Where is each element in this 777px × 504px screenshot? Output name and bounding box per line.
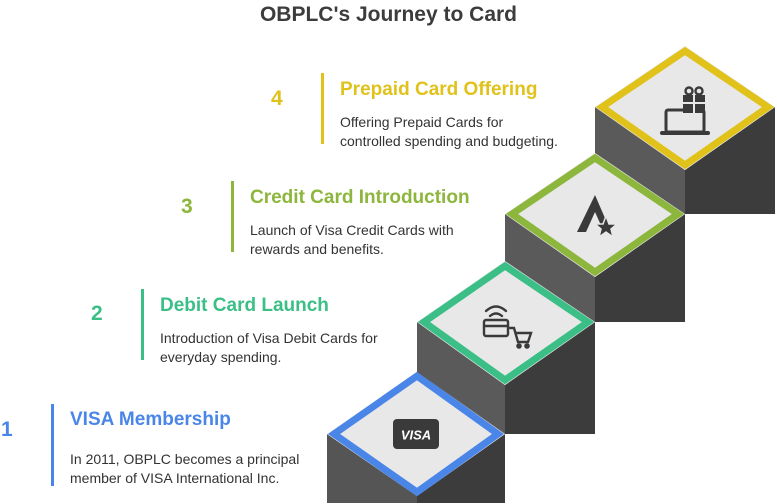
step-4-diamond [595, 46, 775, 170]
contactless-card-cart-icon [482, 305, 533, 349]
visa-logo-text: VISA [401, 428, 431, 443]
step-2-title: Debit Card Launch [160, 295, 329, 316]
step-1-title: VISA Membership [70, 409, 231, 430]
step-4-desc-line-2: controlled spending and budgeting. [340, 133, 558, 149]
step-4-desc-line-1: Offering Prepaid Cards for [340, 114, 504, 130]
step-2-desc-line-1: Introduction of Visa Debit Cards for [160, 330, 378, 346]
step-4-number: 4 [271, 87, 283, 110]
step-2-bar [141, 289, 144, 360]
stair-step-2 [417, 261, 595, 385]
stair-step-3 [505, 153, 685, 277]
step-4-description: Offering Prepaid Cards for controlled sp… [340, 113, 600, 151]
step-1-desc-line-2: member of VISA International Inc. [70, 470, 280, 486]
step-2-desc-line-2: everyday spending. [160, 349, 282, 365]
step-2-diamond [417, 261, 595, 385]
visa-logo-icon: VISA [393, 419, 439, 449]
star-badge-icon [577, 195, 620, 239]
step-3-description: Launch of Visa Credit Cards with rewards… [250, 221, 510, 259]
step-1-description: In 2011, OBPLC becomes a principal membe… [70, 450, 330, 488]
gift-laptop-icon [660, 86, 710, 135]
step-2-number: 2 [91, 302, 103, 325]
step-4-bar [321, 73, 324, 144]
step-3-desc-line-2: rewards and benefits. [250, 241, 384, 257]
step-3-title: Credit Card Introduction [250, 187, 470, 208]
step-4-title: Prepaid Card Offering [340, 79, 538, 100]
step-2-description: Introduction of Visa Debit Cards for eve… [160, 329, 420, 367]
step-1-number: 1 [1, 418, 13, 441]
step-1-diamond [327, 371, 505, 497]
step-1-desc-line-1: In 2011, OBPLC becomes a principal [70, 451, 300, 467]
step-3-diamond [505, 153, 685, 277]
step-3-bar [231, 181, 234, 252]
step-3-number: 3 [181, 195, 193, 218]
step-1-bar [51, 404, 54, 486]
page-title: OBPLC's Journey to Card [259, 3, 518, 26]
step-3-desc-line-1: Launch of Visa Credit Cards with [250, 222, 454, 238]
